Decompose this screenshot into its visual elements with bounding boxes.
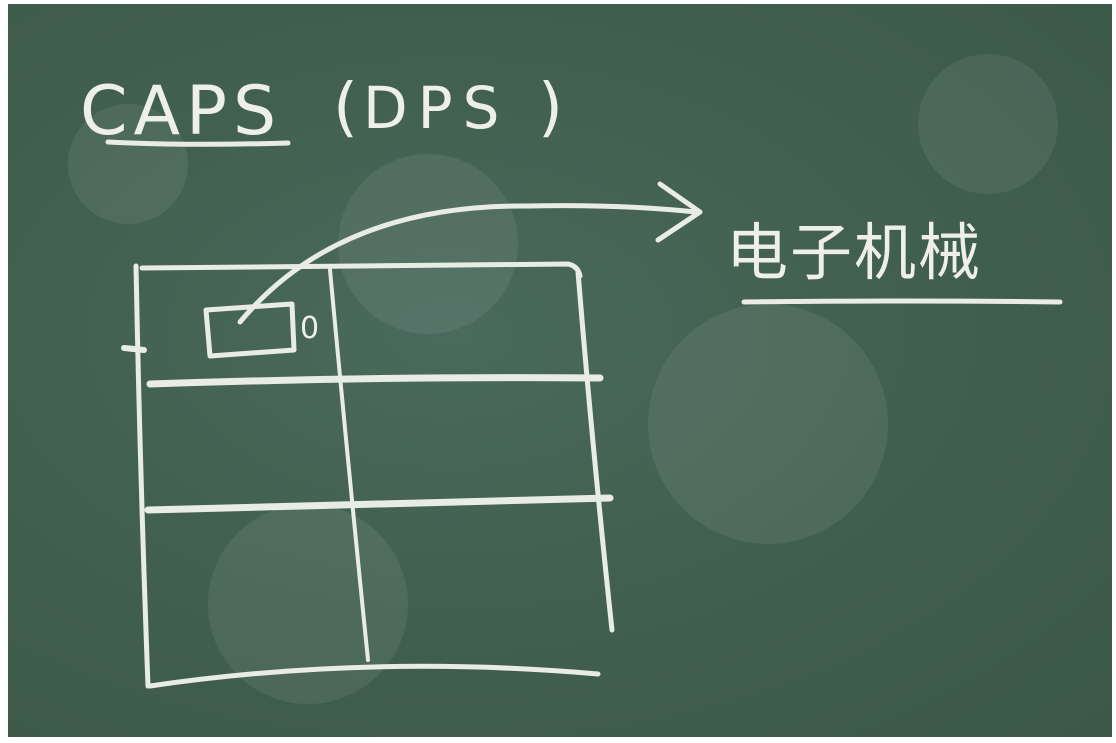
arrow-head — [655, 181, 703, 243]
chalk-dust — [68, 54, 1058, 704]
grid-table — [121, 261, 615, 689]
cell-mark: 0 — [300, 311, 319, 346]
chalkboard: CAPS ( DPS ) 0 电子机械 — [8, 4, 1112, 737]
title-underline — [105, 139, 291, 147]
chinese-underline — [741, 298, 1063, 305]
title-caps: CAPS — [80, 72, 282, 151]
paren-open: ( — [333, 71, 358, 145]
title-dps: DPS — [363, 74, 509, 142]
curved-arrow — [237, 203, 699, 325]
paren-close: ) — [538, 71, 563, 145]
chalk-drawing: CAPS ( DPS ) 0 电子机械 — [68, 54, 1063, 704]
chinese-label: 电子机械 — [726, 216, 982, 289]
cell-box — [203, 301, 297, 359]
